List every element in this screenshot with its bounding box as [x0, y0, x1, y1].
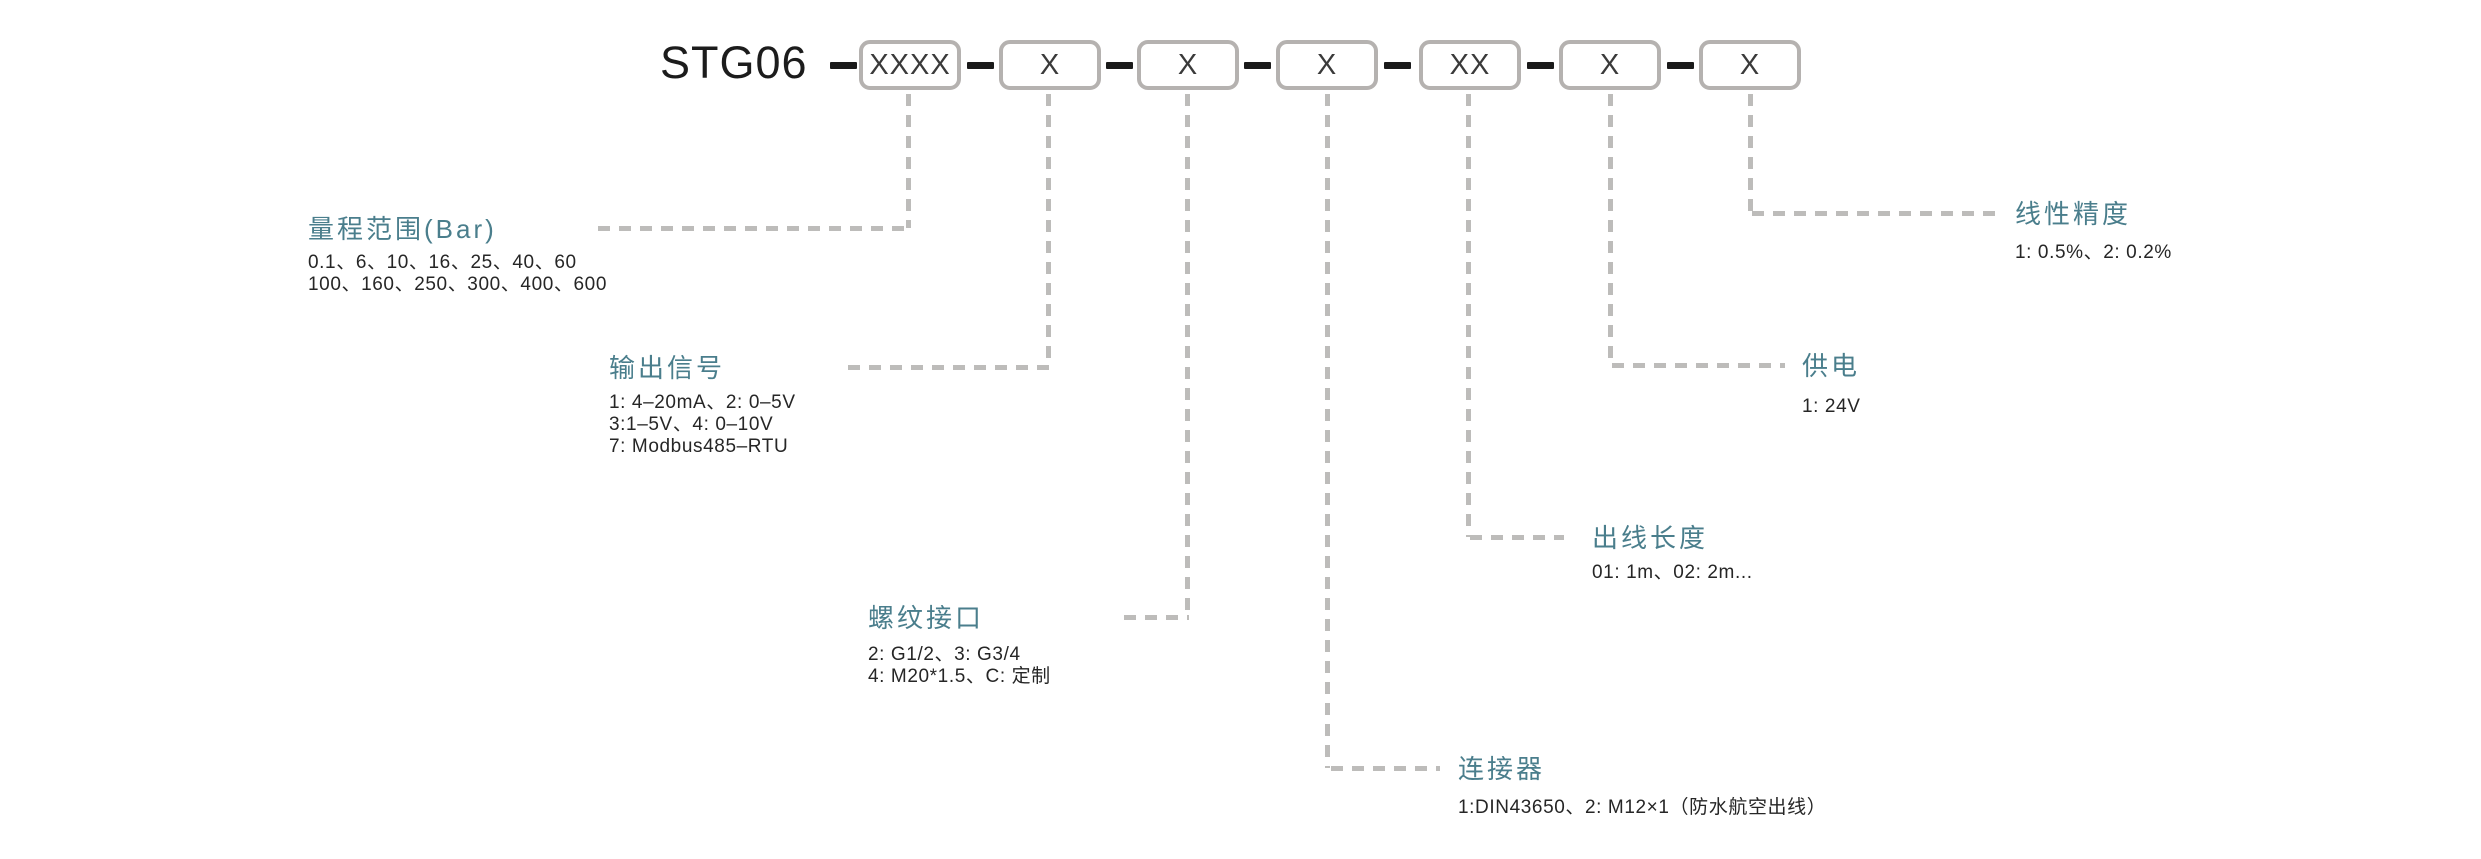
field-title-connector: 连接器	[1458, 754, 1546, 784]
code-box-cable-length: XX	[1419, 40, 1521, 90]
lead-output-signal-vertical	[1046, 94, 1051, 367]
field-value-line: 01: 1m、02: 2m...	[1592, 562, 1753, 583]
code-box-range: XXXX	[859, 40, 961, 90]
model-prefix: STG06	[660, 37, 808, 88]
field-title-accuracy: 线性精度	[2015, 199, 2132, 229]
code-separator-dash	[967, 62, 994, 69]
field-values-cable-length: 01: 1m、02: 2m...	[1592, 562, 1753, 584]
lead-connector-horizontal	[1331, 766, 1440, 771]
field-title-thread: 螺纹接口	[868, 603, 985, 633]
code-separator-dash	[1244, 62, 1271, 69]
field-value-line: 100、160、250、300、400、600	[308, 274, 608, 295]
field-value-line: 1: 4–20mA、2: 0–5V	[609, 392, 796, 413]
field-values-connector: 1:DIN43650、2: M12×1（防水航空出线）	[1458, 797, 1826, 819]
field-value-line: 2: G1/2、3: G3/4	[868, 644, 1021, 665]
field-title-cable-length: 出线长度	[1592, 523, 1709, 553]
code-separator-dash	[1384, 62, 1411, 69]
field-title-power: 供电	[1802, 351, 1861, 381]
field-values-output-signal: 1: 4–20mA、2: 0–5V 3:1–5V、4: 0–10V 7: Mod…	[609, 392, 796, 458]
code-box-output-signal: X	[999, 40, 1101, 90]
field-value-line: 1: 24V	[1802, 396, 1861, 417]
lead-output-signal-horizontal	[848, 365, 1050, 370]
code-box-thread: X	[1137, 40, 1239, 90]
lead-accuracy-horizontal	[1752, 211, 1998, 216]
lead-thread-vertical	[1185, 94, 1190, 617]
code-box-accuracy: X	[1699, 40, 1801, 90]
code-box-power: X	[1559, 40, 1661, 90]
code-separator-dash	[1527, 62, 1554, 69]
field-value-line: 7: Modbus485–RTU	[609, 436, 789, 457]
field-value-line: 1: 0.5%、2: 0.2%	[2015, 242, 2172, 263]
field-title-output-signal: 输出信号	[609, 353, 726, 383]
field-title-range: 量程范围(Bar)	[308, 214, 497, 244]
field-value-line: 1:DIN43650、2: M12×1（防水航空出线）	[1458, 797, 1827, 818]
field-value-line: 4: M20*1.5、C: 定制	[868, 666, 1051, 687]
lead-power-horizontal	[1612, 363, 1785, 368]
field-values-range: 0.1、6、10、16、25、40、60 100、160、250、300、400…	[308, 252, 607, 296]
code-box-connector: X	[1276, 40, 1378, 90]
field-values-thread: 2: G1/2、3: G3/4 4: M20*1.5、C: 定制	[868, 644, 1051, 688]
code-separator-dash	[830, 62, 857, 69]
field-values-accuracy: 1: 0.5%、2: 0.2%	[2015, 242, 2172, 264]
lead-cable-length-vertical	[1466, 94, 1471, 537]
field-value-line: 0.1、6、10、16、25、40、60	[308, 252, 577, 273]
field-value-line: 3:1–5V、4: 0–10V	[609, 414, 774, 435]
lead-connector-vertical	[1325, 94, 1330, 768]
code-separator-dash	[1667, 62, 1694, 69]
lead-power-vertical	[1608, 94, 1613, 365]
lead-range-vertical	[906, 94, 911, 228]
lead-cable-length-horizontal	[1470, 535, 1564, 540]
lead-accuracy-vertical	[1748, 94, 1753, 213]
code-separator-dash	[1106, 62, 1133, 69]
lead-range-horizontal	[598, 226, 910, 231]
lead-thread-horizontal	[1124, 615, 1189, 620]
field-values-power: 1: 24V	[1802, 396, 1861, 418]
